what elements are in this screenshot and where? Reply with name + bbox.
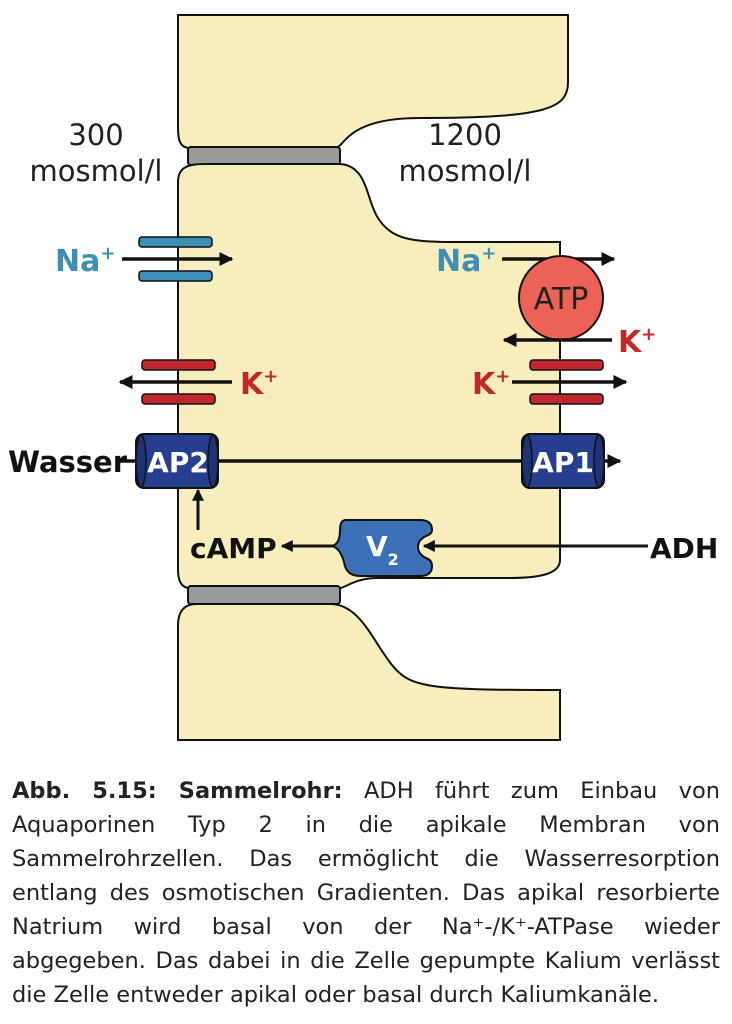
osmolarity-left-value: 300 (68, 118, 123, 152)
figure-caption: Abb. 5.15: Sammelrohr: ADH führt zum Ein… (12, 774, 720, 1012)
sodium-label-right: Na+ (436, 243, 496, 279)
aquaporin-2 (135, 433, 219, 489)
potassium-label-right-lower: K+ (472, 366, 510, 402)
collecting-duct-diagram: 300 mosmol/l 1200 mosmol/l Na+ Na+ ATP K… (8, 14, 718, 741)
potassium-label-left: K+ (240, 366, 278, 402)
v2-label: V2 (366, 530, 399, 569)
v2-receptor (331, 519, 434, 577)
ap2-label: AP2 (147, 446, 209, 479)
caption-text: ADH führt zum Einbau von Aquaporinen Typ… (12, 778, 720, 1008)
potassium-label-right-upper: K+ (618, 324, 656, 360)
lower-neighbor-cell (177, 603, 561, 741)
osmolarity-left-unit: mosmol/l (30, 154, 163, 188)
tight-junction-lower (187, 585, 341, 605)
adh-label: ADH (650, 532, 718, 565)
caption-label: Abb. 5.15: Sammelrohr: (12, 778, 343, 804)
ap1-label: AP1 (532, 446, 594, 479)
upper-neighbor-cell (177, 14, 569, 149)
camp-label: cAMP (190, 532, 277, 565)
potassium-channel-left (118, 359, 232, 405)
atp-label: ATP (534, 282, 589, 317)
sodium-channel-left (122, 236, 234, 282)
sodium-label-left: Na+ (55, 243, 115, 279)
aquaporin-1 (521, 433, 605, 489)
osmolarity-right-unit: mosmol/l (399, 154, 532, 188)
tight-junction-upper (187, 146, 341, 166)
osmolarity-right-value: 1200 (428, 118, 502, 152)
water-label: Wasser (8, 445, 128, 479)
potassium-channel-right (512, 359, 628, 405)
